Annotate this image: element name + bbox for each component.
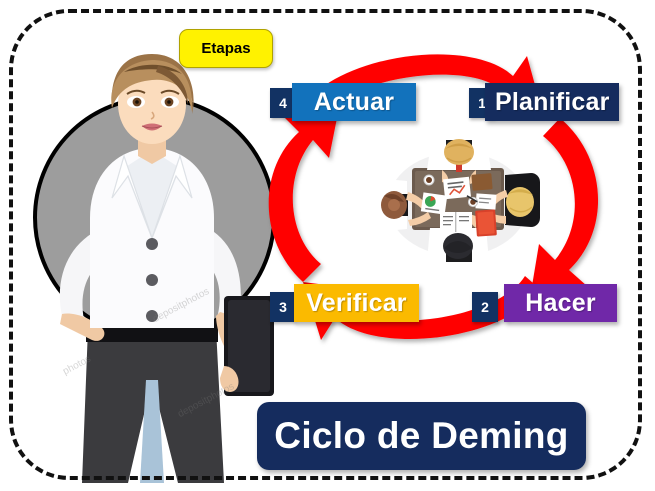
title-banner: Ciclo de Deming xyxy=(257,402,586,470)
person-left xyxy=(376,179,431,231)
etapas-label: Etapas xyxy=(201,40,251,57)
dashed-frame-border xyxy=(9,9,642,480)
page-title: Ciclo de Deming xyxy=(274,415,569,456)
stage-label-verificar: Verificar xyxy=(306,289,407,317)
stage-label-actuar: Actuar xyxy=(313,88,395,116)
etapas-legend: Etapas xyxy=(179,29,273,68)
team-meeting-top-view-illustration xyxy=(376,139,540,262)
stage-box-verificar[interactable]: Verificar xyxy=(294,284,419,322)
person-top xyxy=(427,139,491,184)
stage-badge-hacer[interactable]: 2 xyxy=(472,292,498,322)
arrow-planificar-to-hacer xyxy=(529,118,599,304)
stage-box-hacer[interactable]: Hacer xyxy=(504,284,617,322)
arrow-verificar-to-actuar xyxy=(268,98,341,282)
arrow-actuar-to-planificar xyxy=(300,54,543,123)
stage-badge-actuar[interactable]: 4 xyxy=(270,88,296,118)
stage-badge-number: 4 xyxy=(279,95,287,111)
stage-badge-verificar[interactable]: 3 xyxy=(270,292,296,322)
stage-badge-number: 1 xyxy=(478,95,486,111)
businesswoman-illustration xyxy=(59,54,274,483)
stage-label-hacer: Hacer xyxy=(525,289,596,317)
stage-label-planificar: Planificar xyxy=(495,88,610,116)
stage-box-actuar[interactable]: Actuar xyxy=(292,83,416,121)
stage-badge-number: 2 xyxy=(481,299,489,315)
stage-badge-number: 3 xyxy=(279,299,287,315)
stage-box-planificar[interactable]: Planificar xyxy=(485,83,619,121)
person-bottom xyxy=(428,214,488,262)
table-documents xyxy=(420,173,497,237)
